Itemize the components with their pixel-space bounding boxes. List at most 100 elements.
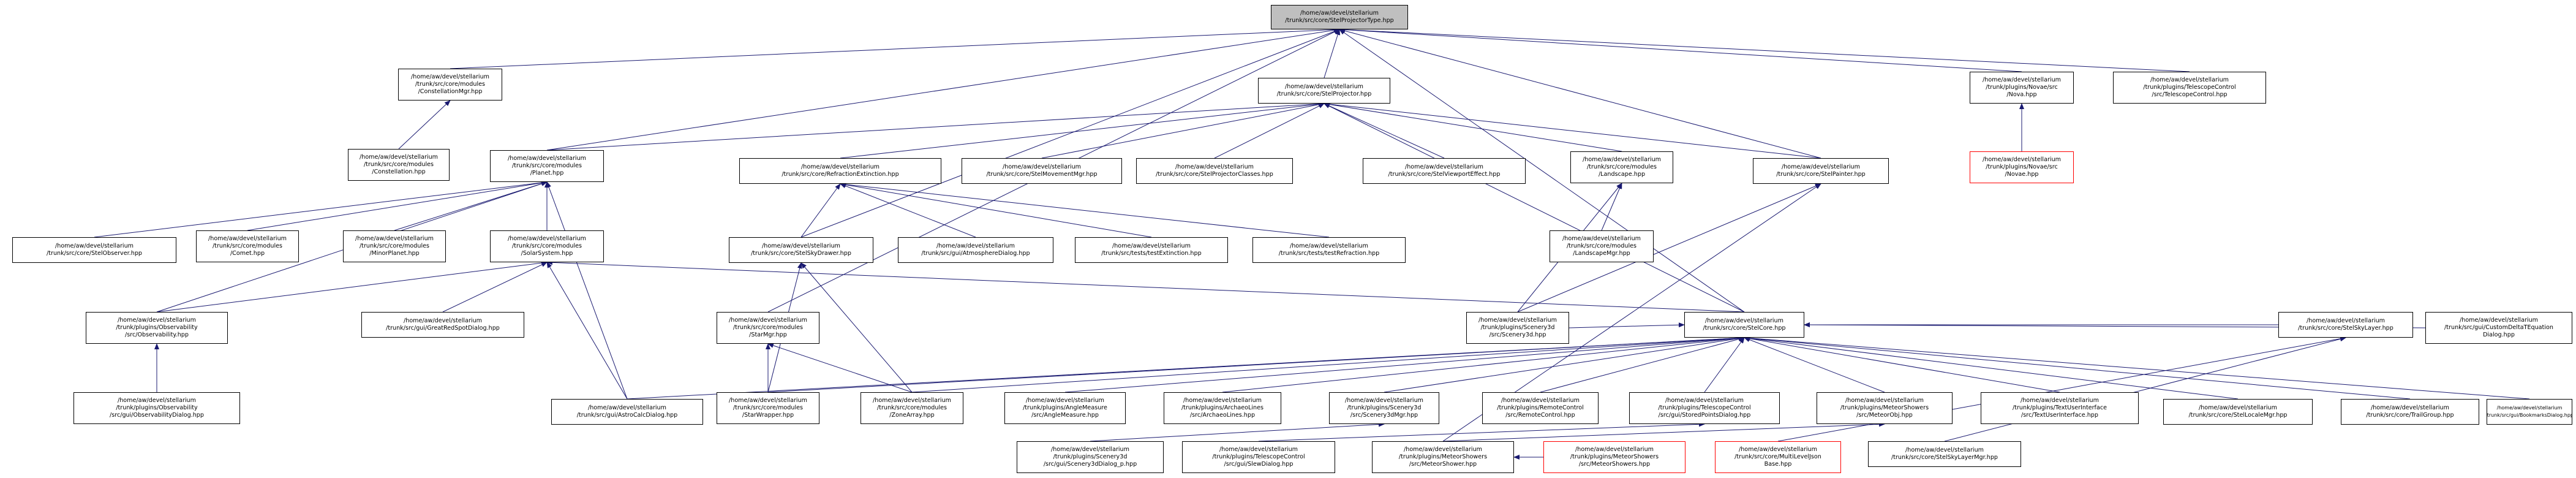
edge-stelCore-to-solarSystem	[546, 260, 1745, 313]
edge-scenery3dMgr-to-stelCore	[1384, 336, 1745, 393]
edge-stelCore-to-stelProjector	[1324, 103, 1745, 313]
node-planet[interactable]: /home/aw/devel/stellarium /trunk/src/cor…	[490, 150, 604, 182]
edge-constellationMgr-to-root	[450, 27, 1340, 69]
node-refraction-extinction[interactable]: /home/aw/devel/stellarium /trunk/src/cor…	[739, 158, 941, 184]
edge-telescopeControl-to-root	[1339, 27, 2190, 72]
edge-stelPainter-to-stelProjector	[1324, 102, 1821, 159]
edge-skyLayerMgr-to-skyLayer	[1944, 336, 2346, 442]
node-zone-array[interactable]: /home/aw/devel/stellarium /trunk/src/cor…	[861, 392, 963, 424]
edge-planet-to-root	[546, 28, 1340, 151]
edge-remoteControl-to-stelCore	[1540, 336, 1745, 393]
node-stel-painter[interactable]: /home/aw/devel/stellarium /trunk/src/cor…	[1753, 158, 1889, 184]
edge-textUserInterface-to-stelCore	[1744, 336, 2060, 393]
edge-scenery3dDialogP-to-scenery3dMgr	[1090, 422, 1385, 442]
node-scenery3d-dialog-p[interactable]: /home/aw/devel/stellarium /trunk/plugins…	[1017, 441, 1164, 473]
node-custom-delta-t-dialog[interactable]: /home/aw/devel/stellarium /trunk/src/gui…	[2425, 312, 2572, 344]
edge-testExtinction-to-refraction	[840, 182, 1152, 238]
node-sky-layer-mgr[interactable]: /home/aw/devel/stellarium /trunk/src/cor…	[1868, 441, 2021, 467]
edge-viewportEffect-to-stelProjector	[1324, 103, 1445, 159]
edge-astroCalc-to-planet	[546, 181, 628, 400]
edge-zoneArray-to-stelCore	[911, 335, 1745, 393]
edge-scenery3d-to-stelPainter	[1517, 183, 1821, 313]
edge-angleMeasure-to-stelCore	[1064, 335, 1745, 393]
edge-refraction-to-stelProjector	[840, 102, 1325, 159]
node-meteor-obj[interactable]: /home/aw/devel/stellarium /trunk/plugins…	[1817, 392, 1953, 424]
node-stel-projector-type[interactable]: /home/aw/devel/stellarium /trunk/src/cor…	[1271, 5, 1408, 29]
edge-stelPainter-to-root	[1339, 28, 1821, 159]
edge-skyDrawer-to-root	[800, 29, 1340, 238]
edge-landscapeMgr-to-landscape	[1601, 183, 1622, 231]
edge-atmosphereDialog-to-refraction	[840, 183, 976, 238]
node-stored-points-dialog[interactable]: /home/aw/devel/stellarium /trunk/plugins…	[1629, 392, 1780, 424]
node-telescope-control[interactable]: /home/aw/devel/stellarium /trunk/plugins…	[2113, 72, 2266, 104]
edge-storedPoints-to-stelCore	[1704, 337, 1745, 393]
edge-meteorShowerHpp-to-meteorObj	[1442, 422, 1885, 442]
node-trail-group[interactable]: /home/aw/devel/stellarium /trunk/src/cor…	[2341, 399, 2479, 425]
edge-comet-to-planet	[247, 180, 548, 231]
node-star-wrapper[interactable]: /home/aw/devel/stellarium /trunk/src/cor…	[717, 392, 819, 424]
edge-projectorClasses-to-stelProjector	[1214, 103, 1325, 159]
node-solar-system[interactable]: /home/aw/devel/stellarium /trunk/src/cor…	[490, 230, 604, 262]
node-observability-dialog[interactable]: /home/aw/devel/stellarium /trunk/plugins…	[73, 392, 240, 424]
edge-stelProjector-to-root	[1324, 29, 1341, 78]
edge-landscape-to-stelProjector	[1324, 102, 1622, 152]
edge-observability-to-solarSystem	[156, 260, 548, 313]
node-nova[interactable]: /home/aw/devel/stellarium /trunk/plugins…	[1970, 72, 2074, 104]
node-constellation[interactable]: /home/aw/devel/stellarium /trunk/src/cor…	[348, 149, 450, 181]
node-comet[interactable]: /home/aw/devel/stellarium /trunk/src/cor…	[196, 230, 299, 262]
node-observability[interactable]: /home/aw/devel/stellarium /trunk/plugins…	[86, 312, 228, 344]
node-slew-dialog[interactable]: /home/aw/devel/stellarium /trunk/plugins…	[1182, 441, 1335, 473]
edge-starWrapper-to-stelCore	[767, 335, 1745, 393]
edge-bookmarks-to-stelCore	[1744, 335, 2530, 400]
edge-movementMgr-to-stelProjector	[1041, 102, 1325, 159]
node-test-extinction[interactable]: /home/aw/devel/stellarium /trunk/src/tes…	[1075, 237, 1228, 263]
edge-stelCore-to-root	[1339, 29, 1745, 313]
node-meteor-showers[interactable]: /home/aw/devel/stellarium /trunk/plugins…	[1543, 441, 1685, 473]
edge-testRefraction-to-refraction	[840, 181, 1330, 238]
node-astro-calc-dialog[interactable]: /home/aw/devel/stellarium /trunk/src/gui…	[551, 399, 703, 425]
node-sky-drawer[interactable]: /home/aw/devel/stellarium /trunk/src/cor…	[729, 237, 873, 263]
node-minor-planet[interactable]: /home/aw/devel/stellarium /trunk/src/cor…	[343, 230, 446, 262]
edge-stelObserver-to-planet	[94, 180, 548, 238]
edge-trailGroup-to-stelCore	[1744, 335, 2411, 400]
node-locale-mgr[interactable]: /home/aw/devel/stellarium /trunk/src/cor…	[2163, 399, 2313, 425]
edge-zoneArray-to-skyDrawer	[800, 262, 913, 393]
edge-meteorObj-to-stelCore	[1744, 337, 1885, 393]
node-scenery3d-mgr[interactable]: /home/aw/devel/stellarium /trunk/plugins…	[1329, 392, 1439, 424]
edge-scenery3d-to-stelCore	[1569, 322, 1685, 328]
node-star-mgr[interactable]: /home/aw/devel/stellarium /trunk/src/cor…	[717, 312, 819, 344]
node-viewport-effect[interactable]: /home/aw/devel/stellarium /trunk/src/cor…	[1363, 158, 1526, 184]
node-remote-control[interactable]: /home/aw/devel/stellarium /trunk/plugins…	[1482, 392, 1599, 424]
node-text-user-interface[interactable]: /home/aw/devel/stellarium /trunk/plugins…	[1981, 392, 2139, 424]
edge-novaTop-to-root	[1339, 27, 2022, 72]
node-test-refraction[interactable]: /home/aw/devel/stellarium /trunk/src/tes…	[1252, 237, 1406, 263]
node-projector-classes[interactable]: /home/aw/devel/stellarium /trunk/src/cor…	[1136, 158, 1293, 184]
node-bookmarks-dialog[interactable]: /home/aw/devel/stellarium /trunk/src/gui…	[2487, 399, 2572, 425]
node-stel-observer[interactable]: /home/aw/devel/stellarium /trunk/src/cor…	[12, 237, 176, 263]
edge-zoneArray-to-starMgr	[767, 343, 913, 393]
edge-astroCalc-to-solarSystem	[546, 262, 628, 400]
node-angle-measure[interactable]: /home/aw/devel/stellarium /trunk/plugins…	[1004, 392, 1126, 424]
edge-planet-to-stelProjector	[546, 101, 1325, 151]
node-archaeo-lines[interactable]: /home/aw/devel/stellarium /trunk/plugins…	[1164, 392, 1281, 424]
node-meteor-shower[interactable]: /home/aw/devel/stellarium /trunk/plugins…	[1372, 441, 1514, 473]
node-landscape[interactable]: /home/aw/devel/stellarium /trunk/src/cor…	[1570, 151, 1673, 183]
node-stel-projector[interactable]: /home/aw/devel/stellarium /trunk/src/cor…	[1258, 78, 1390, 104]
node-scenery3d[interactable]: /home/aw/devel/stellarium /trunk/plugins…	[1466, 312, 1569, 344]
edge-minorPlanet-to-planet	[394, 181, 548, 231]
edge-slewDialog-to-storedPoints	[1258, 422, 1705, 442]
edge-multiLevelJson-to-skyLayer	[1777, 336, 2346, 442]
node-constellation-mgr[interactable]: /home/aw/devel/stellarium /trunk/src/cor…	[398, 69, 502, 101]
edge-constellation-to-constellationMgr	[398, 100, 451, 150]
node-multi-level-json-base[interactable]: /home/aw/devel/stellarium /trunk/src/cor…	[1715, 441, 1841, 473]
edge-localeMgr-to-stelCore	[1744, 336, 2239, 400]
node-great-red-spot-dialog[interactable]: /home/aw/devel/stellarium /trunk/src/gui…	[361, 312, 524, 338]
node-movement-mgr[interactable]: /home/aw/devel/stellarium /trunk/src/cor…	[962, 158, 1122, 184]
node-atmosphere-dialog[interactable]: /home/aw/devel/stellarium /trunk/src/gui…	[898, 237, 1053, 263]
node-sky-layer[interactable]: /home/aw/devel/stellarium /trunk/src/cor…	[2278, 312, 2413, 338]
node-landscape-mgr[interactable]: /home/aw/devel/stellarium /trunk/src/cor…	[1550, 230, 1654, 262]
edge-greatRedSpot-to-solarSystem	[442, 262, 548, 313]
node-stel-core[interactable]: /home/aw/devel/stellarium /trunk/src/cor…	[1684, 312, 1804, 338]
node-novae[interactable]: /home/aw/devel/stellarium /trunk/plugins…	[1970, 151, 2074, 183]
